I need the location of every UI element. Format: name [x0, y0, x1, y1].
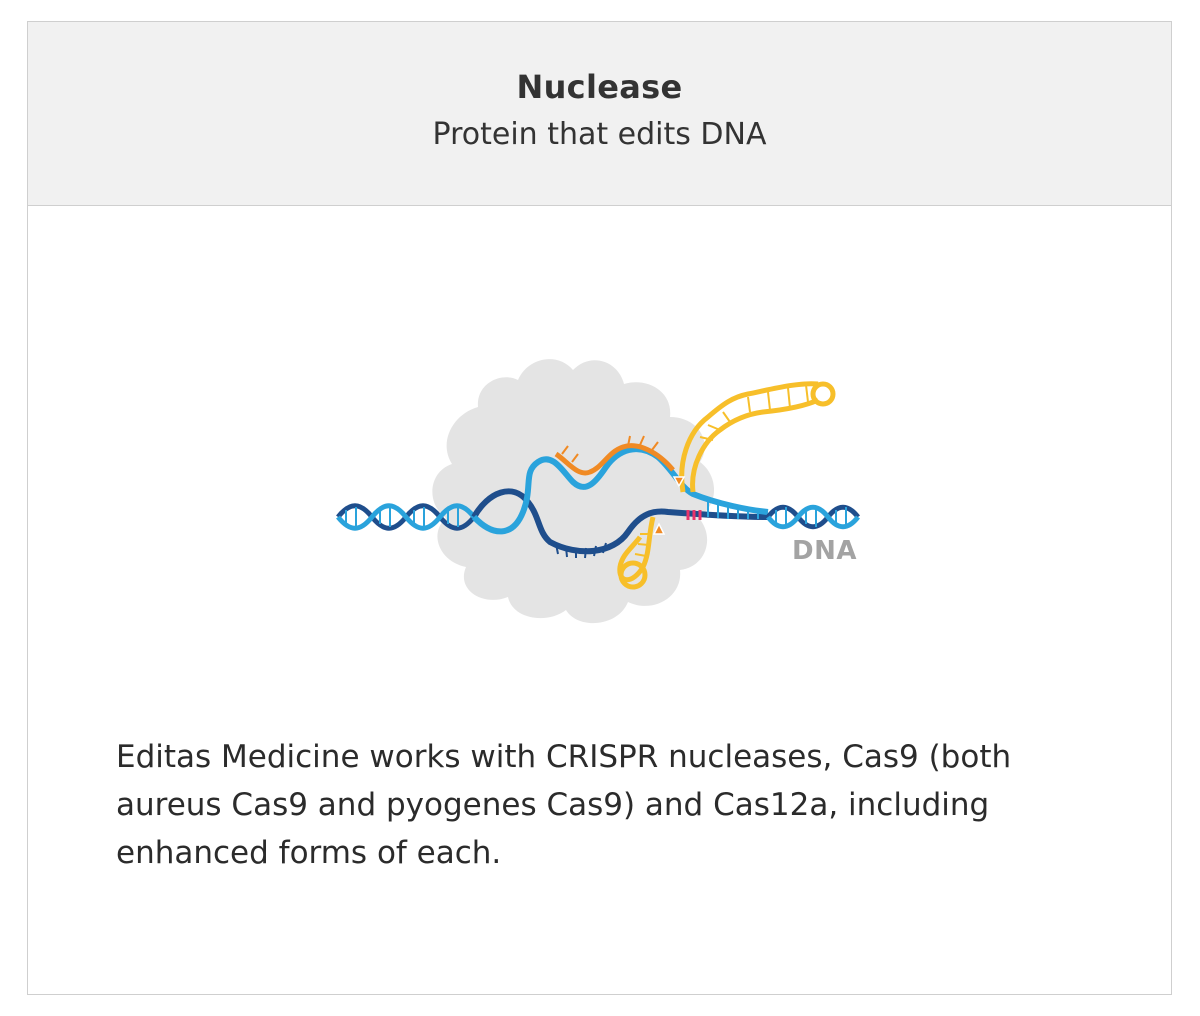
card-header: Nuclease Protein that edits DNA: [28, 22, 1171, 206]
dark-strand-bases: [555, 542, 607, 559]
right-dna-helix: [766, 504, 860, 530]
protein-blob: [432, 359, 715, 624]
guide-rna-orange: [554, 443, 675, 476]
crispr-nuclease-illustration: [336, 359, 860, 624]
light-strand-bases: [707, 502, 759, 519]
guide-rna-yellow-top: [679, 381, 836, 493]
card-title: Nuclease: [516, 68, 683, 106]
nuclease-card: Nuclease Protein that edits DNA: [27, 21, 1172, 995]
guide-rna-yellow-bottom: [617, 516, 656, 590]
card-subtitle: Protein that edits DNA: [432, 117, 767, 152]
dna-label: DNA: [792, 536, 857, 566]
cut-site-top-icon: [672, 476, 686, 488]
dna-light-strand: [471, 446, 769, 535]
cut-site-bottom-icon: [652, 522, 666, 535]
left-dna-helix: [336, 503, 476, 531]
description-text: Editas Medicine works with CRISPR nuclea…: [116, 739, 1012, 871]
pam-site-marker: [686, 510, 702, 520]
orange-rna-bases: [561, 435, 659, 463]
